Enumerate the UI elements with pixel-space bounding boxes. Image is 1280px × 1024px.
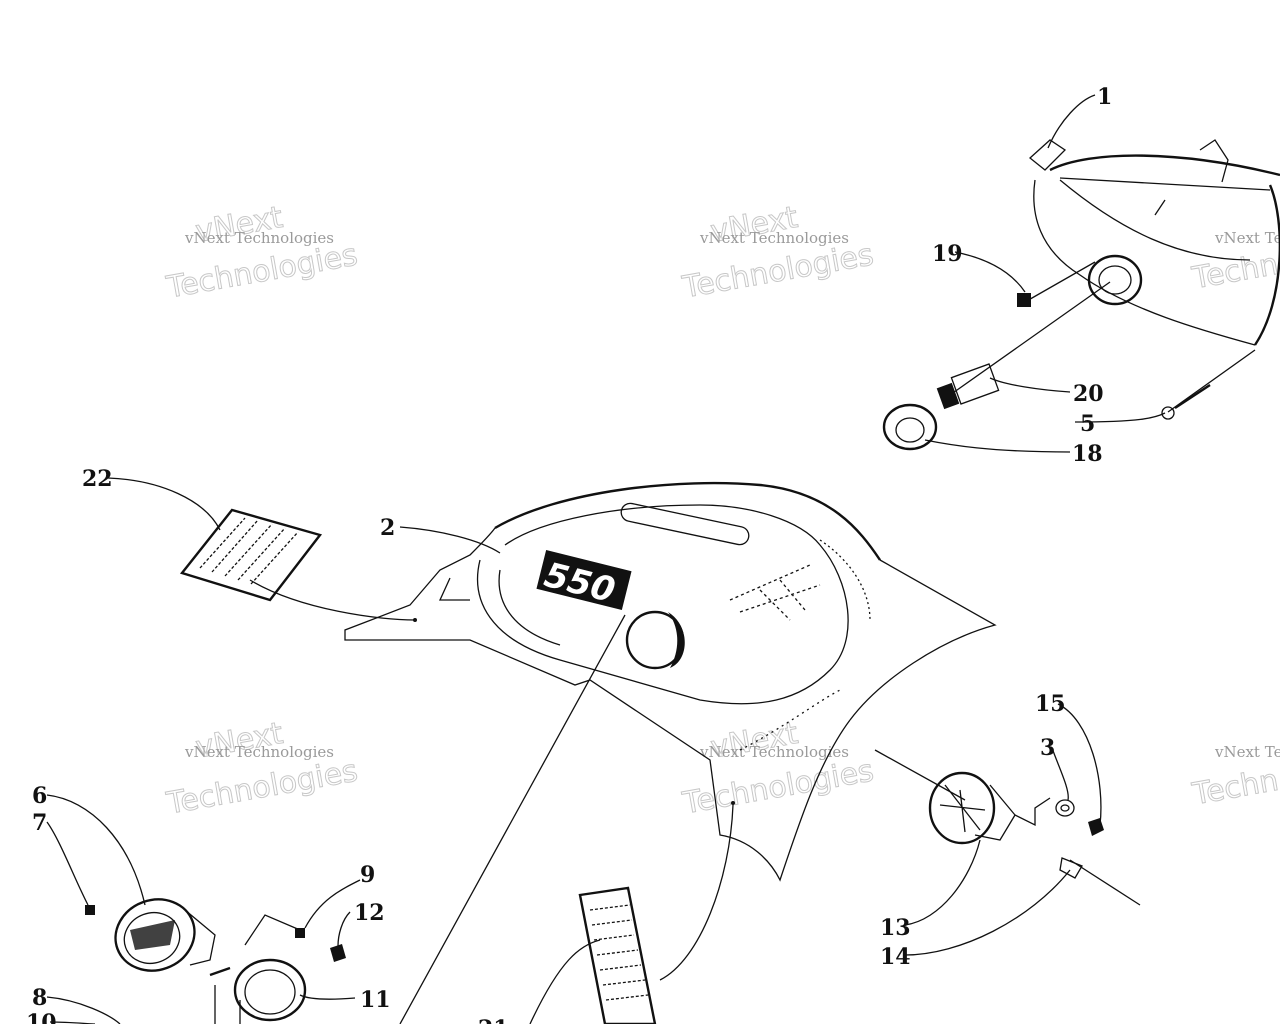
callout-15: 15: [1035, 691, 1066, 717]
watermark-outline-tech: Technologies: [163, 754, 360, 822]
watermark-text-right: vNext Te: [1214, 229, 1280, 247]
watermark-bottom-left: vNext Technologies: [163, 715, 361, 822]
mounting-screw-5: [1161, 349, 1256, 420]
callout-21: 21: [478, 1016, 509, 1024]
watermark-outline-right: Techn: [1189, 763, 1280, 813]
callout-1: 1: [1097, 84, 1112, 110]
decal-22: [179, 508, 417, 622]
watermark-top-left: vNext Technologies: [163, 199, 361, 306]
callout-19: 19: [932, 241, 963, 267]
callout-12: 12: [354, 900, 385, 926]
callout-10: 10: [26, 1010, 57, 1024]
callout-3: 3: [1040, 735, 1055, 761]
washer-3: [1055, 799, 1075, 817]
callout-13: 13: [880, 915, 911, 941]
callout-leaders: [46, 94, 1166, 1024]
watermark-text: vNext Technologies: [699, 229, 849, 247]
callout-22: 22: [82, 466, 113, 492]
callout-14: 14: [880, 944, 911, 970]
watermark-text: vNext Technologies: [184, 743, 334, 761]
headlight-housing: [1028, 139, 1280, 346]
callout-8: 8: [32, 985, 47, 1011]
callout-numbers: 1 19 20 5 18 22 2 15 3 13 14 6 7 9 12 11…: [26, 84, 1112, 1024]
callout-5: 5: [1080, 411, 1095, 437]
watermark-outline-tech: Technologies: [679, 237, 876, 305]
watermark-outline-tech: Technologies: [163, 238, 360, 306]
bracket-9-12: [214, 914, 346, 1024]
connector-19: [1017, 261, 1096, 307]
watermark-outline-right: Techn: [1189, 247, 1280, 297]
watermark-text: vNext Technologies: [184, 229, 334, 247]
model-badge-text: 550: [540, 555, 619, 611]
callout-11: 11: [360, 987, 391, 1013]
callout-7: 7: [32, 810, 47, 836]
callout-20: 20: [1073, 381, 1104, 407]
nut-15: [1088, 818, 1104, 836]
retaining-ring-18: [882, 403, 938, 451]
long-leader-line: [399, 614, 626, 1024]
watermark-outline-tech: Technologies: [679, 753, 876, 821]
watermark-bottom-center: vNext Technologies: [679, 715, 877, 822]
watermark-text-right: vNext Te: [1214, 743, 1280, 761]
gauge-assembly-13: [874, 749, 1141, 906]
callout-9: 9: [360, 862, 375, 888]
decal-21: [529, 801, 735, 1024]
callout-2: 2: [380, 515, 395, 541]
watermark-text: vNext Technologies: [699, 743, 849, 761]
gauge-6: [85, 898, 231, 977]
headlight-bulb-20: [936, 281, 1111, 410]
callout-6: 6: [32, 783, 47, 809]
bezel-11: [233, 958, 307, 1022]
model-badge: 550: [536, 549, 632, 611]
callout-18: 18: [1072, 441, 1103, 467]
hood-assembly: [344, 481, 997, 882]
